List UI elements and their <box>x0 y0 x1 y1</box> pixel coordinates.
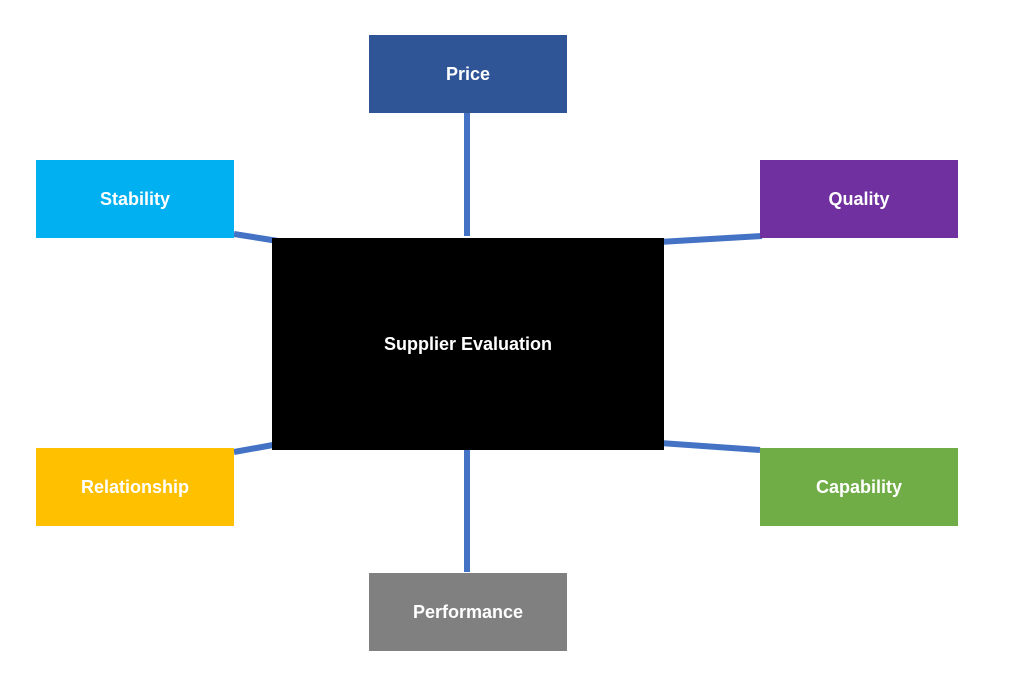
connector-capability <box>659 440 761 453</box>
factor-node-stability: Stability <box>36 160 234 238</box>
factor-node-relationship: Relationship <box>36 448 234 526</box>
factor-label-capability: Capability <box>815 476 903 497</box>
center-node-supplier-evaluation: Supplier Evaluation <box>272 238 664 450</box>
factor-label-relationship: Relationship <box>80 476 189 497</box>
connector-quality <box>658 233 763 245</box>
factor-label-stability: Stability <box>99 188 170 209</box>
factor-node-price: Price <box>369 35 567 113</box>
factor-node-performance: Performance <box>369 573 567 651</box>
connector-relationship <box>233 442 274 455</box>
factor-label-price: Price <box>445 63 491 84</box>
factor-label-performance: Performance <box>412 601 524 622</box>
factor-node-capability: Capability <box>760 448 958 526</box>
factor-label-quality: Quality <box>828 188 890 209</box>
factor-node-quality: Quality <box>760 160 958 238</box>
center-node-label: Supplier Evaluation <box>383 333 553 354</box>
